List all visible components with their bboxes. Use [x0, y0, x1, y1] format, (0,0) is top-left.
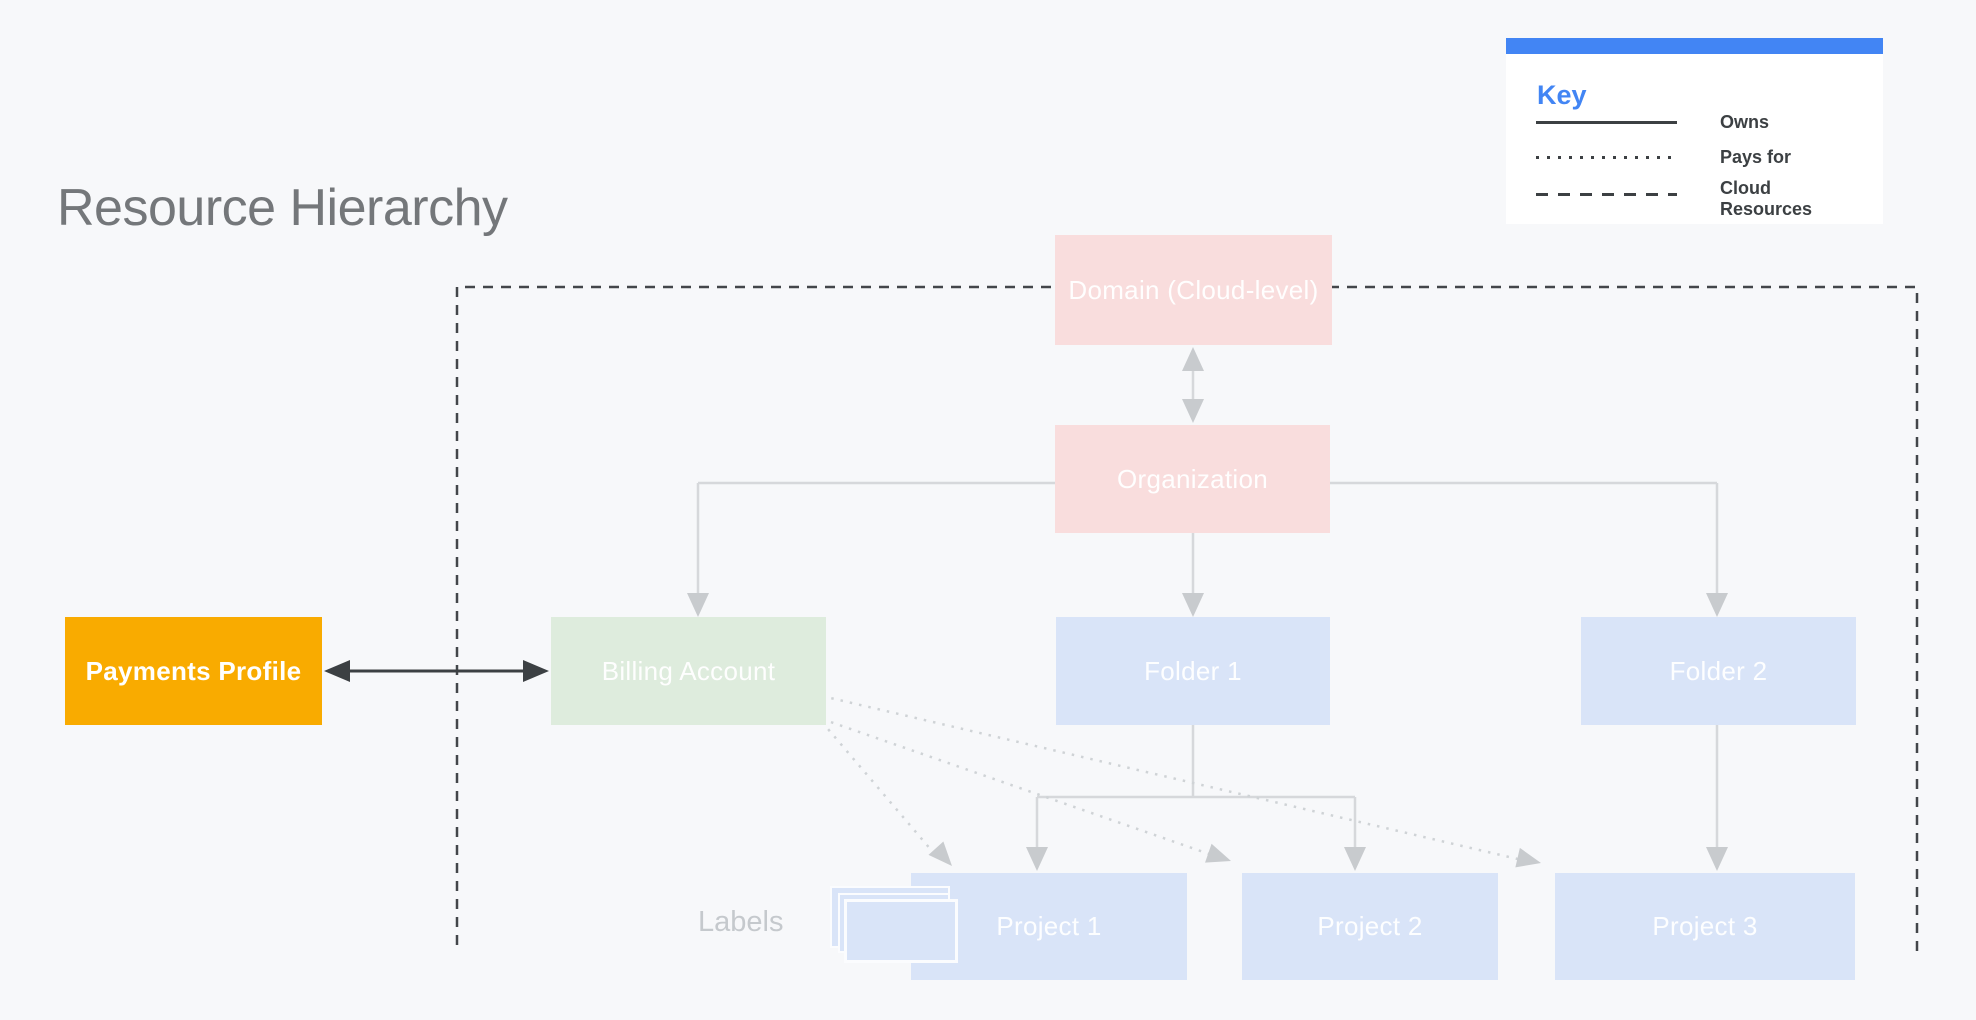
node-billing-account-label: Billing Account — [601, 655, 776, 686]
pays-for-arrowheads — [928, 841, 1541, 868]
node-project-1-label: Project 1 — [996, 911, 1102, 941]
pays-for-line-sample — [1536, 156, 1677, 159]
node-folder-2: Folder 2 — [1581, 617, 1856, 725]
owns-connector-lines — [696, 352, 1719, 866]
node-payments-profile: Payments Profile — [65, 617, 322, 725]
node-billing-account: Billing Account — [551, 617, 826, 725]
labels-card-front — [844, 899, 958, 963]
node-project-2-label: Project 2 — [1317, 911, 1423, 941]
node-folder-1: Folder 1 — [1056, 617, 1330, 725]
payments-billing-arrow — [324, 660, 549, 682]
node-organization: Organization — [1055, 425, 1330, 533]
legend-label-owns: Owns — [1720, 112, 1770, 132]
legend-accent-bar — [1506, 38, 1883, 54]
node-project-3: Project 3 — [1555, 873, 1855, 980]
legend-key: Key Owns Pays for Cloud Resources — [1506, 38, 1883, 224]
node-payments-profile-label: Payments Profile — [85, 655, 302, 686]
node-project-3-label: Project 3 — [1652, 911, 1758, 941]
page-title: Resource Hierarchy — [57, 179, 508, 237]
node-project-2: Project 2 — [1242, 873, 1498, 980]
legend-label-pays-for: Pays for — [1720, 147, 1792, 167]
cloud-resources-line-sample — [1536, 193, 1677, 196]
legend-title: Key — [1537, 80, 1587, 110]
node-folder-2-label: Folder 2 — [1669, 655, 1768, 686]
node-domain-label: Domain (Cloud-level) — [1068, 274, 1319, 305]
owns-arrowheads — [687, 347, 1728, 871]
node-domain: Domain (Cloud-level) — [1055, 235, 1332, 345]
pays-for-dotted-lines — [821, 694, 1523, 862]
owns-line-sample — [1536, 121, 1677, 124]
legend-label-cloud-resources: Cloud Resources — [1720, 178, 1813, 219]
node-folder-1-label: Folder 1 — [1144, 655, 1242, 686]
node-organization-label: Organization — [1116, 463, 1269, 494]
labels-caption: Labels — [698, 906, 784, 938]
